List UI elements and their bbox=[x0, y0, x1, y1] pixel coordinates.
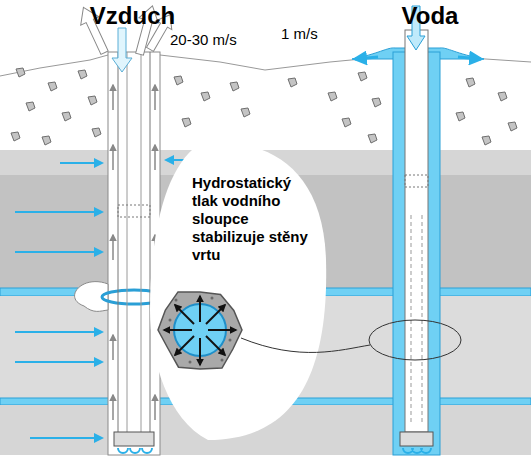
inflow-arrow bbox=[15, 211, 102, 213]
inflow-arrow bbox=[30, 437, 102, 439]
inflow-arrow bbox=[15, 251, 102, 253]
panel-heading: Vzduch bbox=[0, 2, 265, 31]
rod-joint bbox=[118, 205, 150, 217]
velocity-label: 20-30 m/s bbox=[170, 31, 237, 48]
pressure-arrows bbox=[164, 296, 236, 365]
rock-grain bbox=[169, 297, 232, 364]
gravel-stone bbox=[26, 102, 35, 111]
pressure-arrow bbox=[206, 336, 225, 355]
rock-grain bbox=[169, 319, 172, 322]
air-inflow-arrow bbox=[112, 28, 132, 72]
upflow-arrow bbox=[112, 85, 114, 110]
gravel-stone bbox=[42, 136, 51, 145]
bit-flow bbox=[118, 448, 152, 453]
rod-joint bbox=[405, 175, 428, 187]
gravel-stone bbox=[48, 82, 57, 91]
inflow-arrow bbox=[60, 162, 102, 164]
gravel-stone bbox=[78, 70, 87, 79]
gravel-stone bbox=[62, 112, 71, 121]
gravel-stone bbox=[328, 92, 337, 101]
pressure-arrow bbox=[164, 329, 192, 331]
rock-grain bbox=[229, 339, 232, 342]
water-section bbox=[174, 304, 226, 356]
rock-grain bbox=[189, 361, 192, 364]
pressure-arrow bbox=[199, 296, 201, 322]
pressure-arrow bbox=[175, 336, 194, 355]
gravel-stone bbox=[288, 78, 297, 87]
borehole-wall bbox=[108, 52, 160, 455]
gravel-stone bbox=[230, 82, 239, 91]
inflow-arrow bbox=[15, 331, 102, 333]
gravel bbox=[11, 68, 517, 145]
upflow-arrow bbox=[112, 335, 114, 360]
gravel-stone bbox=[508, 122, 517, 131]
leader-line bbox=[241, 338, 370, 352]
upflow-arrow bbox=[112, 395, 114, 420]
gravel-stone bbox=[92, 128, 101, 137]
gravel-stone bbox=[16, 68, 25, 77]
callout-bubble: Hydrostatický tlak vodního sloupce stabi… bbox=[148, 140, 330, 445]
drill-rod bbox=[150, 52, 151, 432]
upflow-arrows bbox=[113, 85, 155, 420]
gravel-stone bbox=[182, 118, 191, 127]
velocity-label: 1 m/s bbox=[281, 25, 318, 42]
upflow-arrow bbox=[154, 145, 156, 170]
gravel-stone bbox=[372, 98, 381, 107]
callout-text: Hydrostatický tlak vodního sloupce stabi… bbox=[192, 174, 310, 264]
gravel-stone bbox=[498, 92, 507, 101]
rock-grain bbox=[221, 359, 224, 362]
gravel-stone bbox=[358, 72, 367, 81]
gravel-stone bbox=[368, 134, 377, 143]
drill-rod bbox=[141, 52, 142, 432]
bit-flow bbox=[403, 448, 431, 453]
pressure-arrow bbox=[175, 305, 194, 324]
detail-ellipse bbox=[369, 320, 461, 360]
inflow-arrow bbox=[15, 361, 102, 363]
gravel-stone bbox=[11, 132, 20, 141]
gravel-stone bbox=[88, 96, 97, 105]
drill-bit bbox=[400, 432, 433, 446]
gravel-stone bbox=[201, 92, 210, 101]
drill-pipe bbox=[405, 30, 428, 432]
water-borehole bbox=[352, 6, 484, 455]
rock-grain bbox=[211, 297, 214, 300]
rock-section bbox=[158, 292, 242, 369]
rock-grain bbox=[175, 299, 178, 302]
upflow-arrow bbox=[154, 395, 156, 420]
pressure-arrow bbox=[208, 329, 236, 331]
gravel-stone bbox=[482, 136, 491, 145]
drill-bit bbox=[114, 432, 154, 446]
gravel-stone bbox=[342, 118, 351, 127]
gravel-stone bbox=[466, 78, 475, 87]
overflow-arrow bbox=[355, 57, 378, 59]
panel-heading: Voda bbox=[365, 2, 495, 31]
drill-rod bbox=[127, 52, 128, 432]
gravel-stone bbox=[456, 112, 465, 121]
pressure-arrow bbox=[206, 305, 225, 324]
upflow-arrow bbox=[112, 145, 114, 170]
overflow-arrow bbox=[458, 57, 481, 59]
upflow-arrow bbox=[112, 235, 114, 260]
pressure-arrow bbox=[199, 338, 201, 365]
gravel-stone bbox=[174, 76, 183, 85]
upflow-arrow bbox=[154, 85, 156, 110]
bubble-shape bbox=[150, 143, 326, 440]
gravel-stone bbox=[241, 108, 250, 117]
drill-rod bbox=[118, 52, 119, 432]
